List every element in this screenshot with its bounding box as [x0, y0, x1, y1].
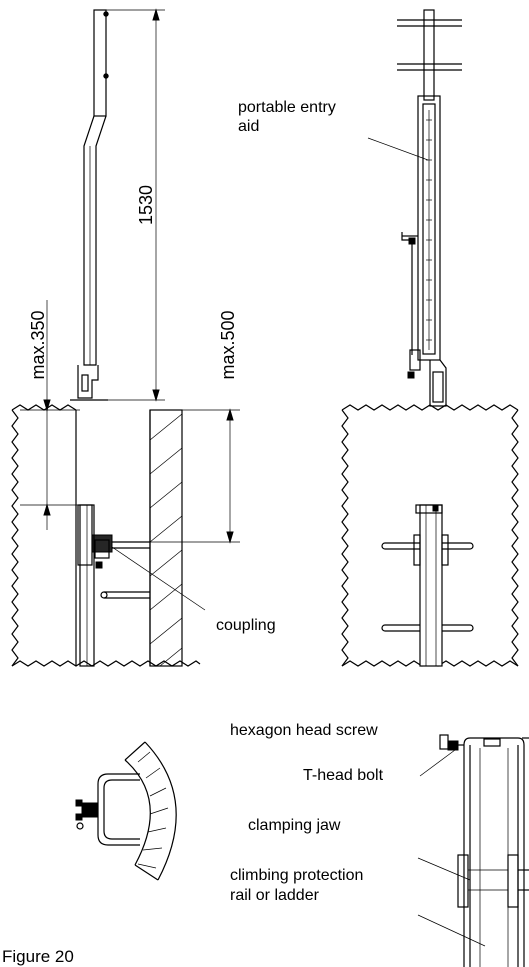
hexagon-head-screw-label: hexagon head screw — [230, 722, 378, 739]
wall-hatching — [149, 413, 183, 667]
clamping-jaw-label: clamping jaw — [248, 817, 341, 834]
dimension-1530-label: 1530 — [136, 185, 156, 225]
label-hexagon-head-screw: hexagon head screw — [230, 722, 378, 739]
climbing-protection-line1: climbing protection — [230, 867, 363, 884]
portable-entry-aid-line1: portable entry — [238, 99, 336, 116]
coupling-label: coupling — [216, 617, 276, 634]
dimension-max-500: max.500 — [112, 310, 240, 544]
climbing-protection-line2: rail or ladder — [230, 887, 320, 904]
top-view-coupling — [75, 741, 177, 881]
curved-wall-hatching — [137, 751, 169, 869]
label-portable-entry-aid: portable entry aid — [238, 99, 429, 161]
t-head-bolt-label: T-head bolt — [303, 767, 384, 784]
dimension-1530: 1530 — [100, 8, 165, 402]
shaft-section-right — [341, 404, 519, 667]
label-clamping-jaw: clamping jaw — [248, 817, 471, 881]
max-500-label: max.500 — [218, 310, 238, 379]
label-t-head-bolt: T-head bolt — [303, 749, 456, 784]
dimension-max-350: max.350 — [20, 300, 80, 530]
portable-entry-aid-line2: aid — [238, 118, 259, 135]
clamping-detail — [439, 734, 529, 967]
label-climbing-protection: climbing protection rail or ladder — [230, 867, 486, 947]
label-coupling: coupling — [111, 546, 276, 634]
max-350-label: max.350 — [28, 310, 48, 379]
entry-aid-side-view — [70, 9, 109, 401]
entry-aid-front-view — [397, 9, 462, 407]
entry-aid-ladder-holes — [426, 119, 432, 341]
shaft-section-left — [11, 404, 201, 667]
figure-caption: Figure 20 — [2, 947, 74, 966]
